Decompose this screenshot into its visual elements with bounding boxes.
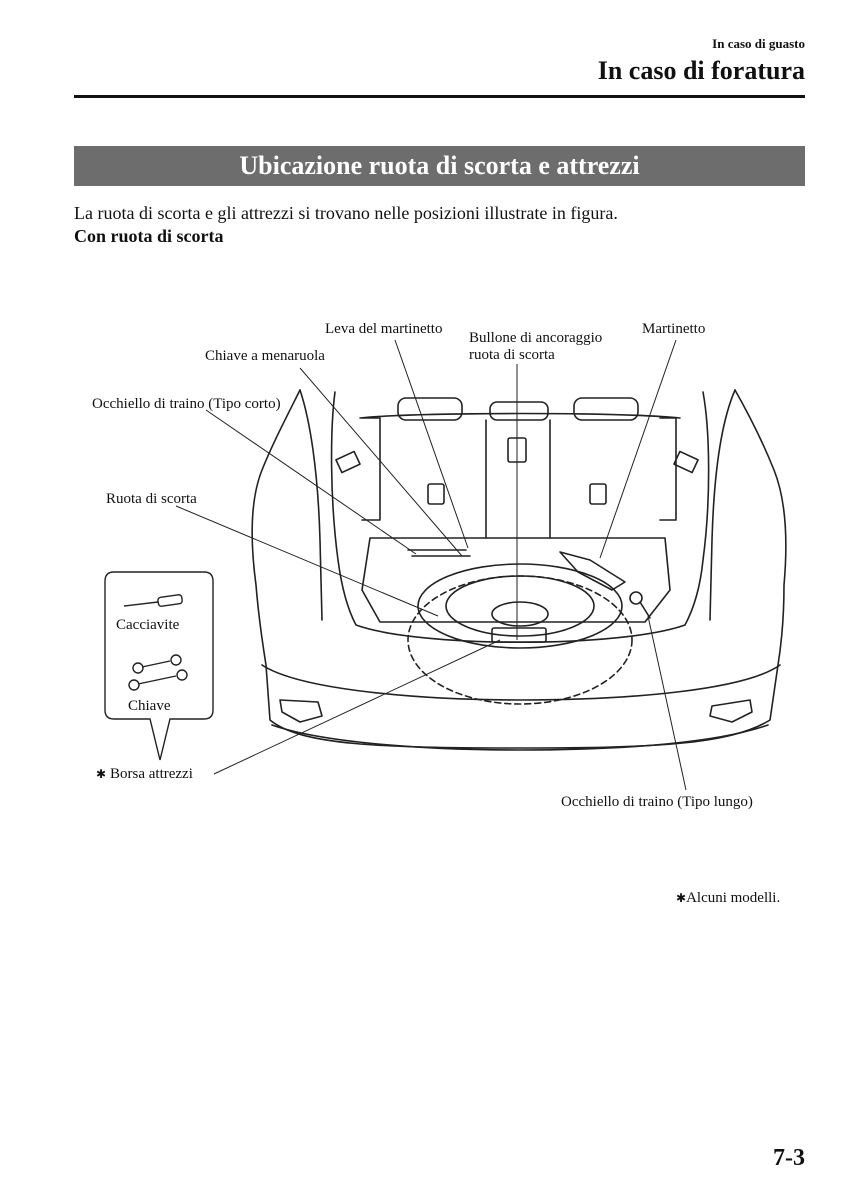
label-spare-bolt-line1: Bullone di ancoraggio [469,330,602,346]
label-jack: Martinetto [642,321,705,337]
leader-jack [599,339,677,559]
leader-jack-lever [394,339,469,549]
spare-tire-dashed [407,575,633,705]
toolbag-wrench-label: Chiave [128,698,171,714]
seat-latch-left [427,483,445,505]
spare-tire-outer [417,563,623,649]
label-tow-eye-long: Occhiello di traino (Tipo lungo) [561,794,753,810]
seat-top-line [359,412,681,419]
section-heading-text: Ubicazione ruota di scorta e attrezzi [239,151,640,180]
subheading: Con ruota di scorta [74,226,224,246]
label-spare-bolt-line2: ruota di scorta [469,347,555,363]
bumper-lower [271,724,769,751]
seat-divider [485,419,551,539]
rear-pillar-right [709,389,736,621]
page-title: In caso di foratura [597,56,805,85]
label-tool-bag-mark: ✱ [96,767,106,781]
wrench-icon [128,654,188,691]
side-light-right [673,450,699,474]
car-body-outline [251,389,787,749]
leader-spare-tire [175,505,439,617]
chapter-title: In caso di guasto [712,36,805,51]
headrest-center [489,401,549,421]
leader-tow-long [647,615,687,791]
reflector-right [709,699,753,723]
leader-tow-short [205,409,417,555]
seat-latch-right [589,483,607,505]
rear-pillar-left [299,389,323,621]
rear-seat-back [361,417,677,521]
spare-bolt [491,627,547,643]
tow-eye-long-shaft [639,601,651,619]
trunk-opening [330,391,710,644]
trunk-floor [361,537,671,623]
tool-bag-callout: Cacciavite Chiave [104,571,214,761]
callout-box [104,571,214,761]
label-lug-wrench: Chiave a menaruola [205,348,325,364]
screwdriver-icon [123,594,183,607]
label-tow-eye-short: Occhiello di traino (Tipo corto) [92,396,281,412]
side-light-left [335,450,361,474]
reflector-left [279,699,323,723]
footnote-text: Alcuni modelli. [686,890,781,906]
label-spare-tire: Ruota di scorta [106,491,197,507]
intro-paragraph: La ruota di scorta e gli attrezzi si tro… [74,203,618,223]
leader-tool-bag [213,639,501,775]
spare-tire-inner [445,575,595,637]
toolbag-screwdriver-label: Cacciavite [116,617,180,633]
headrest-right [573,397,639,421]
page-number: 7-3 [773,1145,805,1171]
footnote-mark: ✱ [676,891,687,905]
section-heading: Ubicazione ruota di scorta e attrezzi [74,146,805,186]
jack-shape [559,551,626,591]
label-tool-bag: Borsa attrezzi [110,766,193,782]
headrest-left [397,397,463,421]
tow-eye-long-shape [629,591,643,605]
label-jack-lever: Leva del martinetto [325,321,442,337]
footnote: ✱Alcuni modelli. [676,890,780,907]
leader-lug-wrench [299,367,463,557]
spare-tire-hub [491,601,549,627]
header-rule [74,95,805,98]
rear-bumper [261,664,781,701]
